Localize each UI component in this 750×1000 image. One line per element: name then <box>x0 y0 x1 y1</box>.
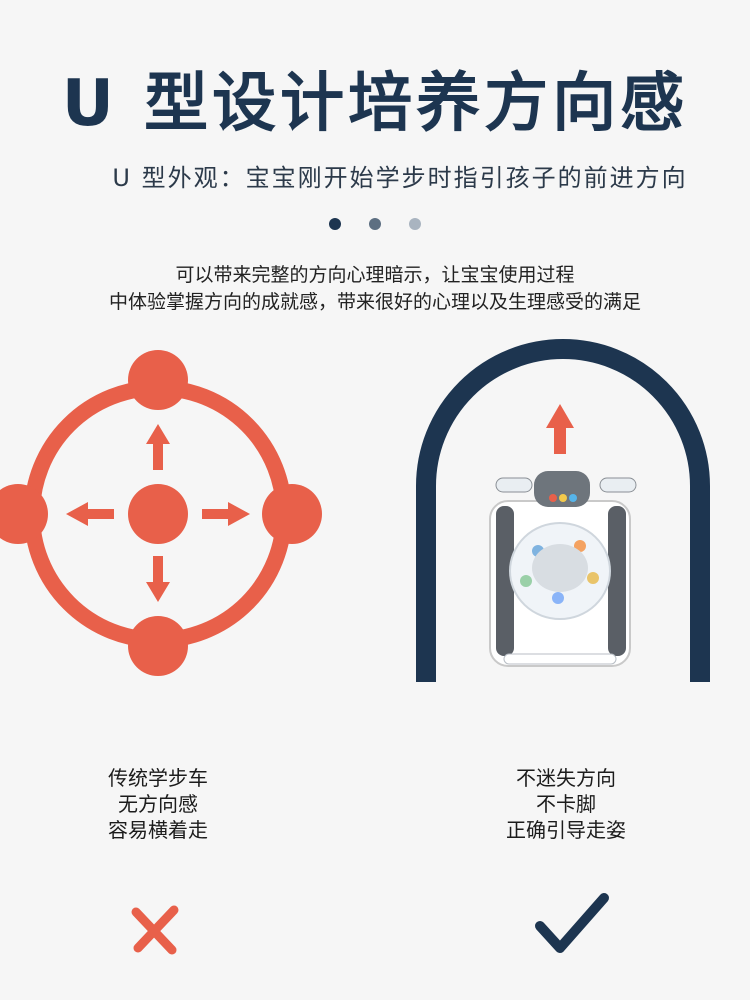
cross-icon <box>131 905 179 955</box>
caption-line: 无方向感 <box>118 792 198 816</box>
pager-dot-3[interactable] <box>409 218 421 230</box>
arrow-right-icon <box>202 502 250 526</box>
arrow-down-icon <box>146 556 170 602</box>
arrow-up-icon <box>146 424 170 470</box>
baby-walker-image <box>489 471 637 667</box>
check-icon <box>535 893 609 953</box>
caption-u-design: 不迷失方向 不卡脚 正确引导走姿 <box>456 765 676 843</box>
description: 可以带来完整的方向心理暗示，让宝宝使用过程 中体验掌握方向的成就感，带来很好的心… <box>0 262 750 316</box>
caption-line: 容易横着走 <box>108 818 208 842</box>
caption-line: 正确引导走姿 <box>506 818 626 842</box>
compass-node-bottom <box>128 616 188 676</box>
description-line-2: 中体验掌握方向的成就感，带来很好的心理以及生理感受的满足 <box>108 291 641 313</box>
compass-node-right <box>262 484 322 544</box>
page-subtitle: U 型外观：宝宝刚开始学步时指引孩子的前进方向 <box>112 164 688 192</box>
caption-traditional: 传统学步车 无方向感 容易横着走 <box>48 765 268 843</box>
page-title: U 型设计培养方向感 <box>61 67 689 141</box>
compass-illustration <box>0 350 322 676</box>
pager-dot-1[interactable] <box>329 218 341 230</box>
caption-line: 传统学步车 <box>108 766 208 790</box>
arrow-up-icon <box>546 404 574 454</box>
u-arch <box>416 339 710 682</box>
description-line-1: 可以带来完整的方向心理暗示，让宝宝使用过程 <box>175 264 575 286</box>
pager-dots[interactable] <box>0 218 750 230</box>
pager-dot-2[interactable] <box>369 218 381 230</box>
arrow-left-icon <box>66 502 114 526</box>
compass-node-top <box>128 350 188 410</box>
caption-line: 不卡脚 <box>536 792 596 816</box>
u-walker-illustration <box>416 339 710 682</box>
caption-line: 不迷失方向 <box>516 766 616 790</box>
compass-node-left <box>0 484 48 544</box>
compass-center <box>128 484 188 544</box>
